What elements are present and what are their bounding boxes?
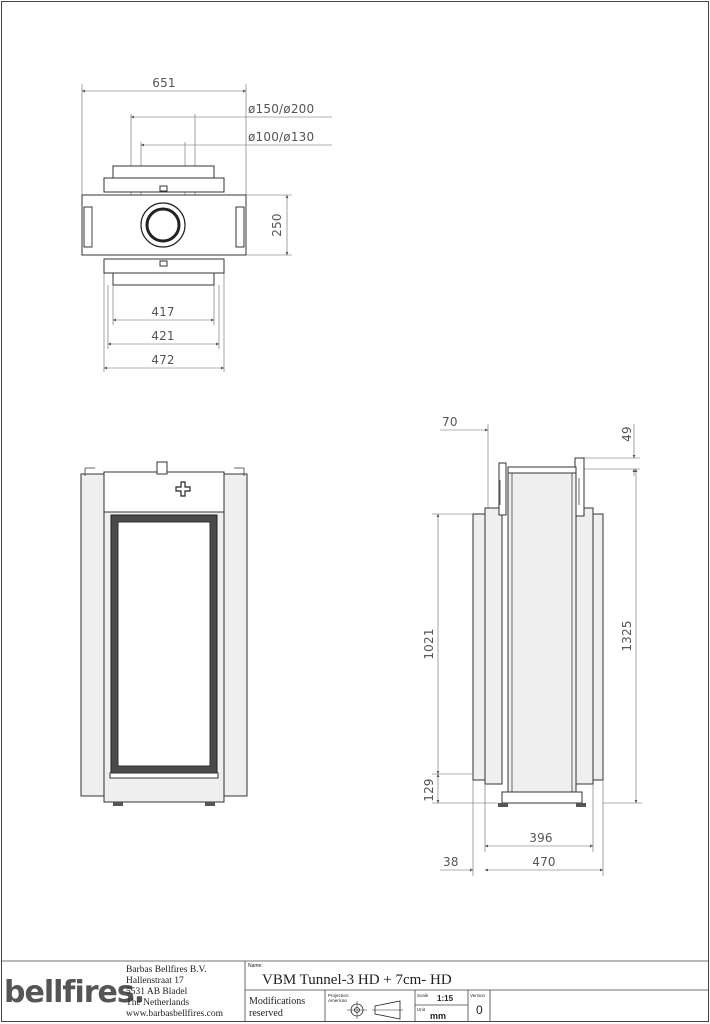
dim-396: 396 xyxy=(529,831,553,845)
scale-label: Scale xyxy=(417,993,429,998)
name-label: Name: xyxy=(248,963,263,969)
dim-70: 70 xyxy=(442,415,458,429)
product-name: VBM Tunnel-3 HD + 7cm- HD xyxy=(262,972,452,988)
bellfires-logo: bellfires. xyxy=(4,975,144,1010)
company-line-4: The Netherlands xyxy=(126,998,189,1008)
scale-value: 1:15 xyxy=(437,994,454,1003)
side-view: 70 49 1021 1325 xyxy=(422,415,642,876)
company-line-5: www.barbasbellfires.com xyxy=(126,1008,224,1019)
modifications-line-2: reserved xyxy=(249,1008,283,1019)
dim-417: 417 xyxy=(151,305,175,319)
version-label: Version xyxy=(470,993,486,998)
dim-1021: 1021 xyxy=(422,628,436,659)
flue-inner-circle xyxy=(145,207,181,243)
dim-129: 129 xyxy=(422,778,436,802)
modifications-line-1: Modifications xyxy=(249,996,305,1007)
top-view: 651 ø150/ø200 ø100/ø130 250 xyxy=(81,76,332,372)
dim-421: 421 xyxy=(151,329,175,343)
version-value: 0 xyxy=(476,1003,483,1017)
company-line-3: 5531 AB Bladel xyxy=(126,987,188,997)
projection-symbol-icon xyxy=(347,1000,403,1020)
front-view xyxy=(80,461,248,806)
dim-flue-inner: ø100/ø130 xyxy=(248,130,314,144)
dim-flue-outer: ø150/ø200 xyxy=(248,102,314,116)
dim-1325: 1325 xyxy=(620,620,634,651)
projection-label-2: American xyxy=(328,998,348,1003)
dim-250: 250 xyxy=(270,213,284,237)
title-block: bellfires. Barbas Bellfires B.V. Hallens… xyxy=(1,960,709,1021)
glass-panel xyxy=(117,521,211,767)
projection-label-1: Projection: xyxy=(328,993,349,998)
unit-value: mm xyxy=(430,1011,446,1021)
dim-470: 470 xyxy=(532,855,556,869)
dim-49: 49 xyxy=(620,426,634,442)
company-line-2: Hallenstraat 17 xyxy=(126,976,184,986)
dim-651: 651 xyxy=(152,76,176,90)
dim-472: 472 xyxy=(151,353,175,367)
cross-icon xyxy=(175,481,191,497)
unit-label: Unit xyxy=(417,1007,426,1012)
company-line-1: Barbas Bellfires B.V. xyxy=(126,964,207,975)
dim-38: 38 xyxy=(443,855,459,869)
side-view-body xyxy=(507,466,577,804)
